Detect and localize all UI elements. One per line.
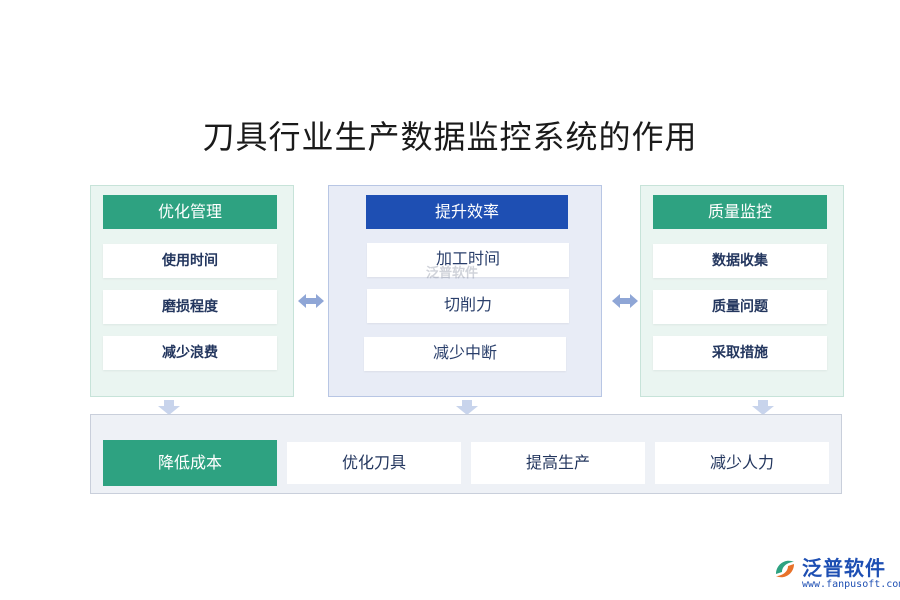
logo-url: www.fanpusoft.com xyxy=(802,579,900,590)
panel-improve-efficiency: 提升效率 加工时间 切削力 减少中断 xyxy=(328,185,602,397)
logo-name: 泛普软件 xyxy=(802,556,886,580)
double-arrow-icon xyxy=(612,294,638,308)
middle-header: 提升效率 xyxy=(366,195,568,229)
down-arrow-icon xyxy=(752,400,774,415)
left-header: 优化管理 xyxy=(103,195,277,229)
down-arrow-icon xyxy=(158,400,180,415)
panel-reduce-cost: 降低成本 优化刀具 提高生产 减少人力 xyxy=(90,414,842,494)
middle-item-3: 减少中断 xyxy=(364,337,566,371)
bottom-item-1: 优化刀具 xyxy=(287,442,461,484)
panel-optimize-management: 优化管理 使用时间 磨损程度 减少浪费 xyxy=(90,185,294,397)
watermark: 泛普软件 xyxy=(426,266,479,281)
brand-logo: 泛普软件 www.fanpusoft.com xyxy=(772,552,900,598)
logo-icon xyxy=(776,560,794,578)
panel-quality-monitoring: 质量监控 数据收集 质量问题 采取措施 xyxy=(640,185,844,397)
double-arrow-icon xyxy=(298,294,324,308)
bottom-item-2: 提高生产 xyxy=(471,442,645,484)
right-item-3: 采取措施 xyxy=(653,336,827,370)
left-item-3: 减少浪费 xyxy=(103,336,277,370)
right-item-1: 数据收集 xyxy=(653,244,827,278)
down-arrow-icon xyxy=(456,400,478,415)
bottom-key-label: 降低成本 xyxy=(103,440,277,486)
left-item-1: 使用时间 xyxy=(103,244,277,278)
left-item-2: 磨损程度 xyxy=(103,290,277,324)
middle-item-2: 切削力 xyxy=(367,289,569,323)
page-title: 刀具行业生产数据监控系统的作用 xyxy=(202,118,698,156)
middle-item-1: 加工时间 xyxy=(367,243,569,277)
right-header: 质量监控 xyxy=(653,195,827,229)
right-item-2: 质量问题 xyxy=(653,290,827,324)
bottom-item-3: 减少人力 xyxy=(655,442,829,484)
